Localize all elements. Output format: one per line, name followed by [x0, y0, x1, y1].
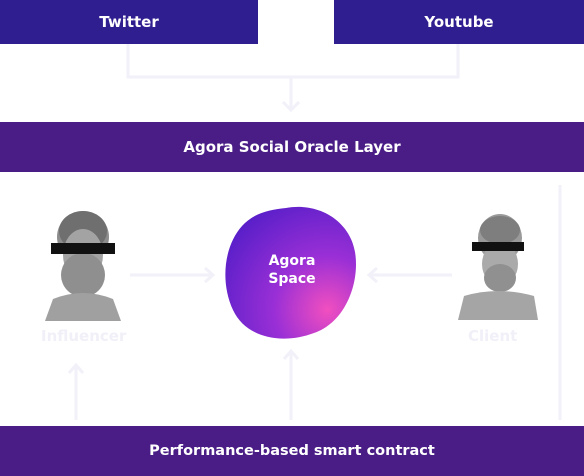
smart-contract-label: Performance-based smart contract [149, 443, 435, 459]
flow-arrows [67, 185, 562, 420]
agora-space-line2: Space [268, 271, 316, 287]
influencer-label: Influencer [41, 327, 127, 345]
agora-space-label: Agora Space [240, 252, 344, 288]
oracle-layer-bar: Agora Social Oracle Layer [0, 122, 584, 172]
client-bust-icon [458, 212, 538, 320]
youtube-label: Youtube [424, 13, 494, 31]
source-connector [126, 44, 460, 113]
client-label: Client [468, 327, 518, 345]
influencer-bust-icon [43, 207, 123, 321]
censor-bar-icon [472, 242, 524, 251]
smart-contract-bar: Performance-based smart contract [0, 426, 584, 476]
oracle-layer-label: Agora Social Oracle Layer [183, 138, 401, 156]
agora-space-blob [225, 206, 356, 339]
censor-bar-icon [51, 243, 115, 254]
agora-space-line1: Agora [268, 253, 316, 269]
twitter-label: Twitter [99, 13, 159, 31]
twitter-source-box: Twitter [0, 0, 258, 44]
youtube-source-box: Youtube [334, 0, 584, 44]
